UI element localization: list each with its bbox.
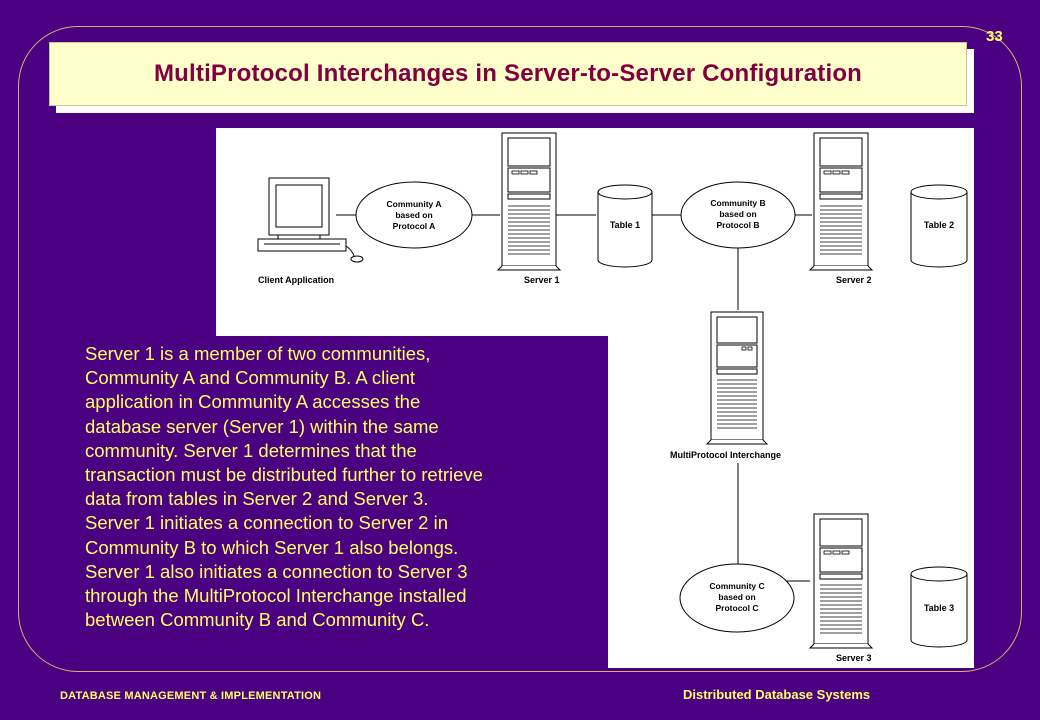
community-b-line3: Protocol B bbox=[717, 220, 760, 230]
slide-number: 33 bbox=[986, 28, 1003, 45]
body-line: database server (Server 1) within the sa… bbox=[85, 415, 439, 437]
body-line: through the MultiProtocol Interchange in… bbox=[85, 585, 467, 607]
body-line: Server 1 is a member of two communities, bbox=[85, 343, 431, 364]
slide-title: MultiProtocol Interchanges in Server-to-… bbox=[153, 60, 863, 87]
community-c-line1: Community C bbox=[709, 581, 764, 591]
community-a-line1: Community A bbox=[387, 199, 442, 209]
network-diagram: Client Application Community A based on … bbox=[216, 128, 974, 668]
server2-icon bbox=[808, 132, 874, 271]
table2-label: Table 2 bbox=[924, 220, 954, 230]
body-line: data from tables in Server 2 and Server … bbox=[85, 488, 429, 510]
community-b-line2: based on bbox=[719, 209, 756, 219]
server3-label: Server 3 bbox=[836, 653, 872, 663]
body-line: community. Server 1 determines that the bbox=[85, 439, 417, 461]
table3-label: Table 3 bbox=[924, 603, 954, 613]
community-c-line2: based on bbox=[718, 592, 755, 602]
footer-topic: Distributed Database Systems bbox=[683, 687, 871, 702]
table3-cylinder-icon: Table 3 bbox=[910, 566, 968, 648]
community-a-line2: based on bbox=[395, 210, 432, 220]
server3-icon bbox=[808, 513, 874, 649]
body-line: Community A and Community B. A client bbox=[85, 367, 416, 389]
body-text: Server 1 is a member of two communities,… bbox=[85, 342, 610, 632]
table1-label: Table 1 bbox=[610, 220, 640, 230]
body-line: application in Community A accesses the bbox=[85, 391, 421, 413]
body-line: between Community B and Community C. bbox=[85, 609, 430, 631]
client-computer-icon bbox=[257, 177, 364, 263]
server2-label: Server 2 bbox=[836, 275, 872, 285]
community-a-line3: Protocol A bbox=[393, 221, 436, 231]
footer-course-name: DATABASE MANAGEMENT & IMPLEMENTATION bbox=[60, 690, 322, 702]
community-b-ellipse: Community B based on Protocol B bbox=[680, 181, 796, 249]
table2-cylinder-icon: Table 2 bbox=[910, 184, 968, 268]
body-line: Server 1 initiates a connection to Serve… bbox=[85, 512, 448, 534]
text-background-block bbox=[216, 336, 608, 668]
title-box: MultiProtocol Interchanges in Server-to-… bbox=[49, 42, 967, 106]
community-a-ellipse: Community A based on Protocol A bbox=[355, 181, 473, 249]
body-line: transaction must be distributed further … bbox=[85, 464, 483, 486]
body-line: Server 1 also initiates a connection to … bbox=[85, 560, 468, 582]
server1-label: Server 1 bbox=[524, 275, 560, 285]
client-label: Client Application bbox=[258, 275, 334, 285]
interchange-label: MultiProtocol Interchange bbox=[670, 450, 781, 460]
community-c-line3: Protocol C bbox=[716, 603, 759, 613]
slide-frame bbox=[18, 26, 1022, 672]
community-b-line1: Community B bbox=[710, 198, 765, 208]
server1-icon bbox=[496, 132, 562, 271]
interchange-server-icon bbox=[705, 311, 769, 445]
body-line: Community B to which Server 1 also belon… bbox=[85, 536, 459, 558]
community-c-ellipse: Community C based on Protocol C bbox=[679, 563, 795, 633]
table1-cylinder-icon: Table 1 bbox=[597, 184, 653, 268]
